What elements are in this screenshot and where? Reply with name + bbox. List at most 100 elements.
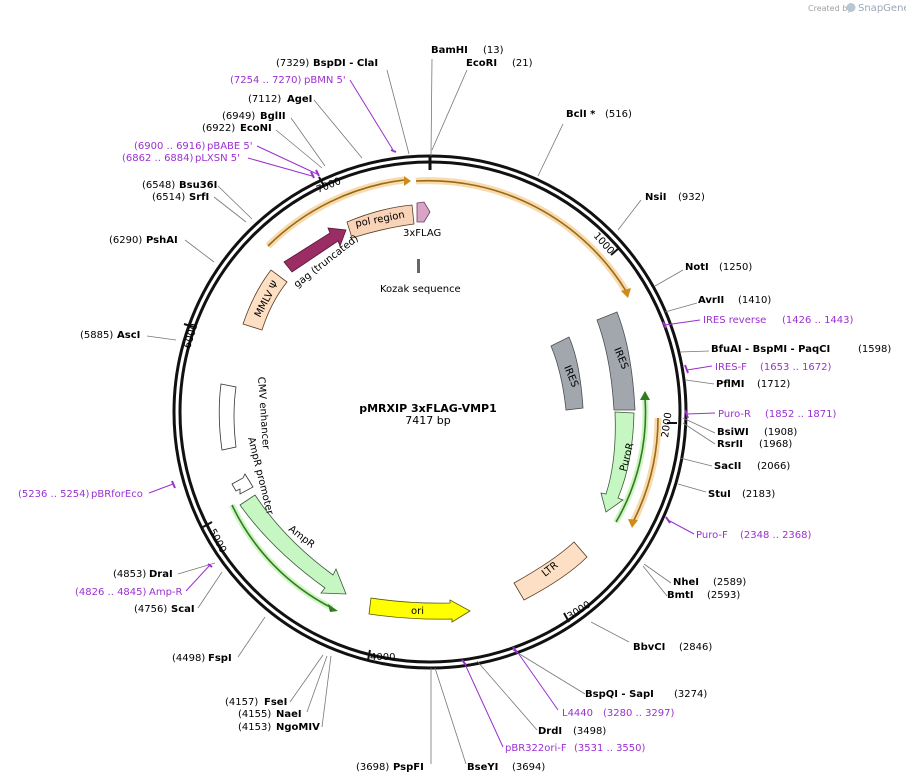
site-stui[interactable]: StuI (2183) xyxy=(708,489,775,500)
map-label-text: (4153) xyxy=(238,722,271,733)
site-pflmi[interactable]: PflMI(1712) xyxy=(716,379,790,390)
site-nsii[interactable]: NsiI(932) xyxy=(645,192,705,203)
leader-line xyxy=(677,483,707,493)
pol-region-box[interactable] xyxy=(346,204,415,239)
map-label-text: (2846) xyxy=(679,642,712,653)
map-label-text: (2589) xyxy=(713,577,746,588)
site-nhei[interactable]: NheI(2589) xyxy=(673,577,746,588)
primer-pbrforeco[interactable]: (5236 .. 5254)pBRforEco xyxy=(18,489,143,500)
map-label-text: (2593) xyxy=(707,590,740,601)
ires-inner-box[interactable] xyxy=(550,336,584,411)
ori-arrow[interactable] xyxy=(368,597,471,623)
kozak-mark[interactable] xyxy=(417,259,420,273)
map-label-text: (2348 .. 2368) xyxy=(740,530,812,541)
map-label-text: (7112) xyxy=(248,94,281,105)
leader-line xyxy=(642,565,668,597)
map-label-text: (3531 .. 3550) xyxy=(574,743,646,754)
site-ecori[interactable]: EcoRI(21) xyxy=(466,58,533,69)
site-bsiwi[interactable]: BsiWI(1908) xyxy=(717,427,797,438)
ltr-box[interactable] xyxy=(513,541,588,601)
map-label-text: NsiI xyxy=(645,192,666,203)
map-label-text: (2066) xyxy=(757,461,790,472)
primer-ires-f[interactable]: IRES-F(1653 .. 1672) xyxy=(715,362,832,373)
map-label-text: pBR322ori-F xyxy=(505,743,567,754)
map-label-text: StuI xyxy=(708,489,731,500)
mmlv-psi-box[interactable] xyxy=(242,269,288,331)
site-bcli[interactable]: BclI *(516) xyxy=(566,109,632,120)
map-label-text: (1712) xyxy=(757,379,790,390)
leader-line xyxy=(654,269,684,287)
site-bspqi[interactable]: BspQI - SapI(3274) xyxy=(585,689,707,700)
leader-line xyxy=(684,364,689,374)
leader-line xyxy=(207,563,213,568)
site-noti[interactable]: NotI(1250) xyxy=(685,262,752,273)
site-bsu36i[interactable]: (6548)Bsu36I xyxy=(142,180,217,191)
site-scai[interactable]: (4756)ScaI xyxy=(134,604,195,615)
map-label-text: AvrII xyxy=(698,295,724,306)
site-pspfi[interactable]: (3698)PspFI xyxy=(356,762,424,773)
site-bamhi[interactable]: BamHI(13) xyxy=(431,45,504,56)
site-ngomiv[interactable]: (4153)NgoMIV xyxy=(238,722,320,733)
leader-line xyxy=(313,99,363,159)
snapgene-credit: Created by SnapGene xyxy=(808,3,906,14)
feature-kozak-label: Kozak sequence xyxy=(380,284,461,295)
leader-line xyxy=(682,417,716,434)
3xflag-arrow[interactable] xyxy=(416,201,431,223)
site-asci[interactable]: (5885)AscI xyxy=(80,330,140,341)
ampr-promoter-arrow[interactable] xyxy=(231,473,254,495)
site-drdi[interactable]: DrdI(3498) xyxy=(538,726,606,737)
gag-arrow[interactable] xyxy=(283,227,347,273)
map-label-text: L4440 xyxy=(562,708,593,719)
primer-ires-reverse[interactable]: IRES reverse(1426 .. 1443) xyxy=(703,315,854,326)
leader-line xyxy=(213,196,247,223)
map-label-text: (1598) xyxy=(858,344,891,355)
green-arc-1-head xyxy=(640,391,650,400)
map-label-text: (5236 .. 5254) xyxy=(18,489,90,500)
site-bbvci[interactable]: BbvCI(2846) xyxy=(633,642,712,653)
site-sacii[interactable]: SacII(2066) xyxy=(714,461,790,472)
site-bseyi[interactable]: BseYI(3694) xyxy=(467,762,545,773)
map-label-text: (7254 .. 7270) xyxy=(230,75,302,86)
primer-puro-f[interactable]: Puro-F(2348 .. 2368) xyxy=(696,530,812,541)
map-label-text: (2183) xyxy=(742,489,775,500)
site-pshai[interactable]: (6290)PshAI xyxy=(109,235,178,246)
map-label-text: (1250) xyxy=(719,262,752,273)
site-bfuai[interactable]: BfuAI - BspMI - PaqCI(1598) xyxy=(711,344,891,355)
primer-puro-r[interactable]: Puro-R(1852 .. 1871) xyxy=(718,409,837,420)
site-econi[interactable]: (6922)EcoNI xyxy=(202,123,272,134)
ampr-arrow[interactable] xyxy=(239,494,347,595)
site-naei[interactable]: (4155)NaeI xyxy=(238,709,302,720)
map-label-text: pBMN 5' xyxy=(304,75,346,86)
leader-line xyxy=(197,571,223,609)
map-label-text: Puro-R xyxy=(718,409,751,420)
leader-line xyxy=(217,185,253,220)
primer-plxsn[interactable]: (6862 .. 6884)pLXSN 5' xyxy=(122,153,240,164)
primer-pbr322ori-f[interactable]: pBR322ori-F (3531 .. 3550) xyxy=(505,743,646,754)
site-fsei[interactable]: (4157)FseI xyxy=(225,697,287,708)
site-rsrii[interactable]: RsrII(1968) xyxy=(717,439,792,450)
map-label-text: ScaI xyxy=(171,604,195,615)
orf-arc-1-head xyxy=(404,176,411,186)
map-label-text: (4498) xyxy=(172,653,205,664)
primer-pbmn[interactable]: (7254 .. 7270)pBMN 5' xyxy=(230,75,346,86)
site-bspdi[interactable]: (7329)BspDI - ClaI xyxy=(276,58,378,69)
site-bglii[interactable]: (6949)BglII xyxy=(222,111,286,122)
site-fspi[interactable]: (4498)FspI xyxy=(172,653,232,664)
site-drai[interactable]: (4853)DraI xyxy=(113,569,173,580)
tick-6000: 6000 xyxy=(182,322,200,350)
leader-line xyxy=(275,129,323,169)
site-avrii[interactable]: AvrII(1410) xyxy=(698,295,771,306)
primer-pbabe[interactable]: (6900 .. 6916)pBABE 5' xyxy=(134,141,253,152)
leader-line xyxy=(349,79,394,151)
cmv-enhancer-box[interactable] xyxy=(218,383,237,451)
map-label-text: (6922) xyxy=(202,123,235,134)
ires-outer-box[interactable] xyxy=(596,311,636,411)
site-agei[interactable]: (7112)AgeI xyxy=(248,94,312,105)
site-bmti[interactable]: BmtI(2593) xyxy=(667,590,740,601)
puror-arrow[interactable] xyxy=(600,411,635,513)
primer-amp-r[interactable]: (4826 .. 4845)Amp-R xyxy=(75,587,183,598)
map-label-text: IRES-F xyxy=(715,362,747,373)
primer-l4440[interactable]: L4440(3280 .. 3297) xyxy=(562,708,675,719)
site-srfi[interactable]: (6514)SrfI xyxy=(152,192,209,203)
leader-line xyxy=(679,457,713,467)
